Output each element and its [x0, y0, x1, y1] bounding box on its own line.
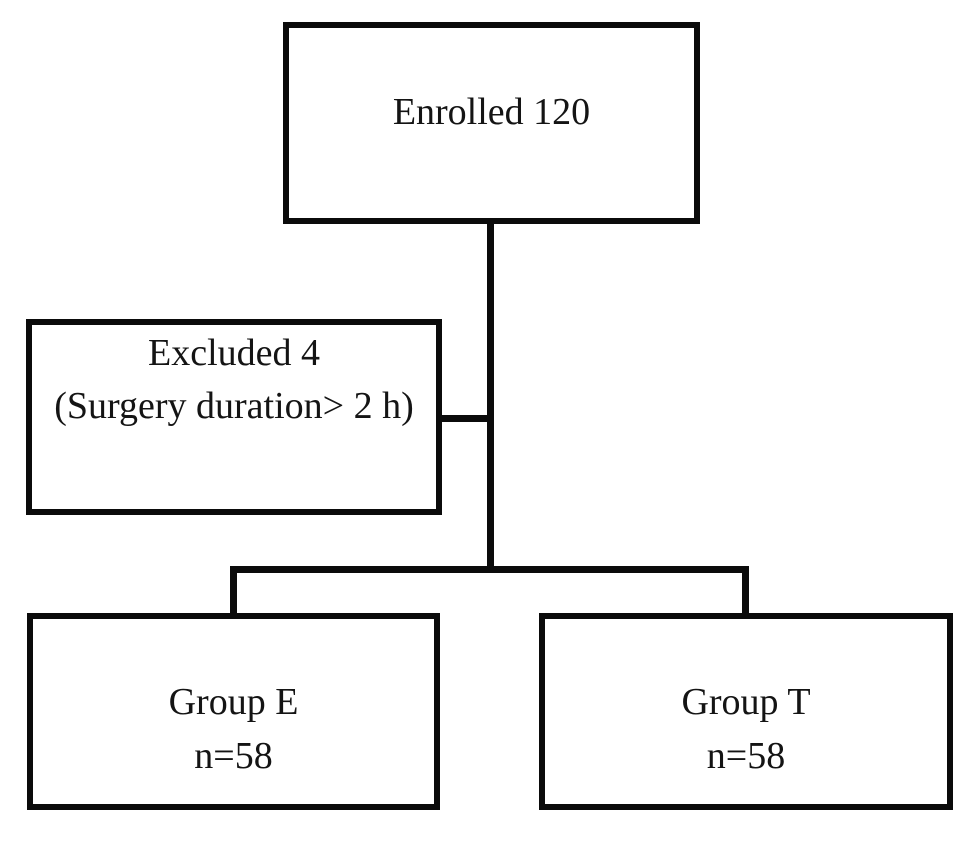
connector-drop-group-e	[230, 566, 237, 616]
group-t-text: Group T n=58	[681, 676, 810, 782]
connector-drop-group-t	[742, 566, 749, 616]
excluded-line-1: Excluded 4	[147, 332, 320, 374]
group-t-box: Group T n=58	[539, 613, 953, 810]
enrolled-label: Enrolled 120	[392, 91, 591, 134]
group-e-text: Group E n=58	[169, 676, 299, 782]
connector-branch-horizontal	[230, 566, 749, 573]
group-t-count: n=58	[706, 734, 786, 777]
connector-trunk-vertical	[487, 220, 494, 573]
group-t-label: Group T	[681, 681, 811, 724]
connector-excluded-stub	[438, 415, 490, 422]
enrolled-box: Enrolled 120	[283, 22, 700, 224]
excluded-line-2: (Surgery duration> 2 h)	[54, 385, 414, 428]
excluded-box: Excluded 4 (Surgery duration> 2 h)	[26, 319, 442, 515]
group-e-count: n=58	[194, 734, 273, 777]
group-e-label: Group E	[168, 681, 299, 724]
group-e-box: Group E n=58	[27, 613, 440, 810]
